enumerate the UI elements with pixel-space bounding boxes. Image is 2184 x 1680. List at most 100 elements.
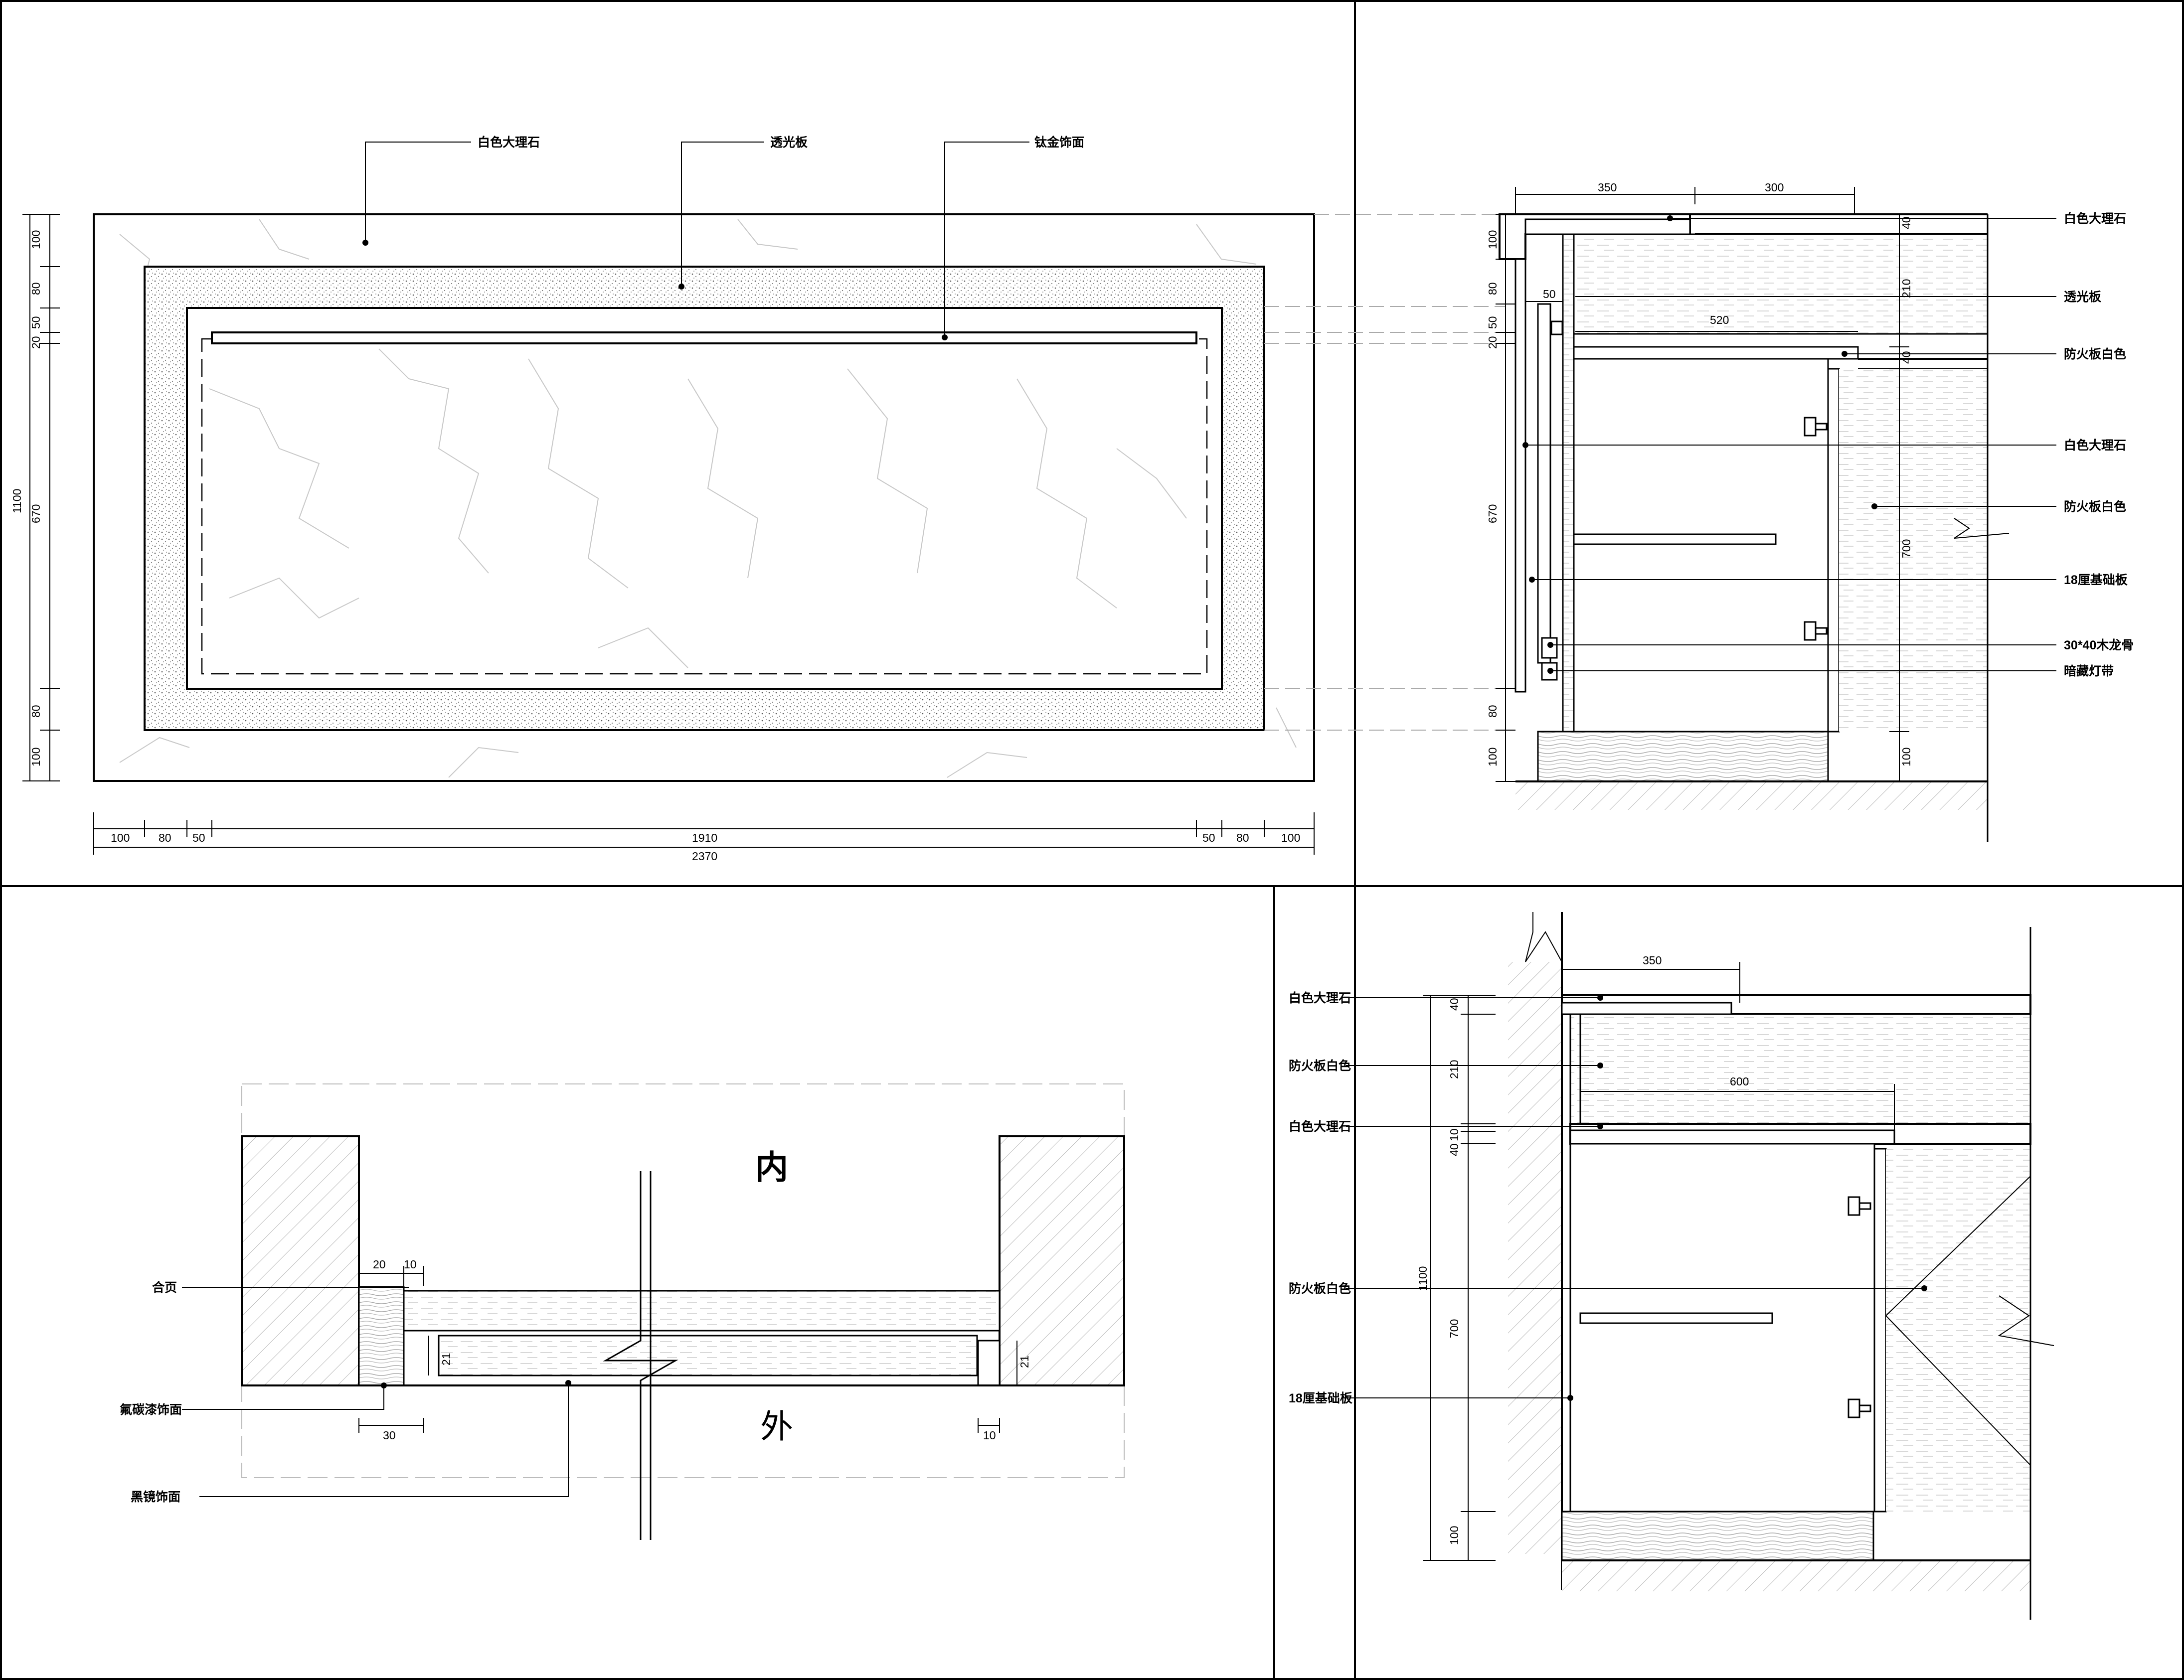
section-a-inner-board xyxy=(1562,233,1575,734)
section-a-callout-7: 30*40木龙骨 xyxy=(2064,638,2134,652)
section-b-door xyxy=(1873,1148,1887,1513)
section-b-callout-3: 白色大理石 xyxy=(1289,1119,1351,1134)
section-a-mid-shelf xyxy=(1573,533,1777,545)
callout-black-mirror: 黑镜饰面 xyxy=(131,1490,180,1504)
door-plan-dashed-border xyxy=(241,1083,1125,1478)
dim-left-100-bottom: 100 xyxy=(29,748,42,766)
section-a-dim-left-20: 20 xyxy=(1486,336,1499,349)
section-b-callout-4: 防火板白色 xyxy=(1289,1281,1351,1296)
marble-vein-texture xyxy=(119,219,1297,778)
dim-bottom-1910: 1910 xyxy=(692,831,717,844)
dim-left-50: 50 xyxy=(29,316,42,329)
right-wall xyxy=(999,1135,1125,1386)
dim-bottom-100-left: 100 xyxy=(111,831,130,844)
section-a-plinth xyxy=(1537,731,1829,782)
section-b-dim-left-210: 210 xyxy=(1448,1060,1461,1079)
section-a-dim-left-100: 100 xyxy=(1486,230,1499,249)
titanium-strip xyxy=(211,331,1197,344)
door-leaf-outer xyxy=(403,1290,1001,1332)
section-b-dim-left-100: 100 xyxy=(1448,1526,1461,1545)
section-a-callout-2: 透光板 xyxy=(2064,290,2101,304)
section-a-callout-8: 暗藏灯带 xyxy=(2064,664,2114,678)
section-a-counter-top xyxy=(1524,218,1691,235)
callout-light-panel: 透光板 xyxy=(770,136,808,150)
label-inside: 内 xyxy=(755,1149,788,1186)
right-jamb xyxy=(977,1340,1001,1386)
left-wall xyxy=(241,1135,360,1386)
section-b-callout-2: 防火板白色 xyxy=(1289,1059,1351,1073)
break-line xyxy=(603,1171,678,1540)
section-a-dim-520: 520 xyxy=(1710,313,1729,326)
section-b-upper-box xyxy=(1569,1013,2031,1125)
section-b-break xyxy=(1525,912,1562,962)
door-dim-10-top: 10 xyxy=(404,1258,417,1271)
section-b-dim-left-40b: 40 xyxy=(1448,1143,1461,1156)
dim-left-100-top: 100 xyxy=(29,230,42,249)
dim-left-20: 20 xyxy=(29,336,42,349)
section-a-callout-1: 白色大理石 xyxy=(2064,211,2126,226)
section-a: 350 300 50 520 100 80 50 20 670 80 100 4… xyxy=(1486,181,2134,842)
section-a-dim-lines xyxy=(1496,187,1909,782)
dim-bottom-50-left: 50 xyxy=(192,831,205,844)
dim-bottom-80-right: 80 xyxy=(1236,831,1249,844)
dim-bottom-80-left: 80 xyxy=(159,831,171,844)
dim-left-1100: 1100 xyxy=(10,489,23,513)
section-a-upper-box xyxy=(1562,233,1989,335)
dim-bottom-50-right: 50 xyxy=(1202,831,1215,844)
section-a-hinges xyxy=(1804,417,1828,641)
label-outside: 外 xyxy=(760,1408,793,1445)
section-a-dim-left-670: 670 xyxy=(1486,504,1499,523)
door-dim-30: 30 xyxy=(383,1429,396,1442)
door-plan-dim-lines xyxy=(358,1266,1017,1433)
callout-fluorocarbon: 氟碳漆饰面 xyxy=(120,1402,182,1417)
dim-bottom-100-right: 100 xyxy=(1281,831,1300,844)
section-a-base-board xyxy=(1537,303,1551,664)
elevation-callout-dots xyxy=(362,240,948,340)
section-a-dim-350: 350 xyxy=(1598,181,1617,194)
section-b-dim-left-700: 700 xyxy=(1448,1319,1461,1338)
inner-marble-panel xyxy=(186,307,1223,690)
dim-total-2370: 2370 xyxy=(692,850,717,863)
section-a-dim-left-80b: 80 xyxy=(1486,705,1499,718)
front-elevation: 白色大理石 透光板 钛金饰面 100 80 50 20 1100 670 80 … xyxy=(10,135,1506,863)
door-plan-leader-dots xyxy=(381,1380,571,1388)
dim-left-670: 670 xyxy=(29,504,42,523)
projection-lines xyxy=(1264,214,1506,731)
section-b-dim-350: 350 xyxy=(1643,954,1662,967)
section-a-dim-right-210: 210 xyxy=(1900,279,1913,298)
left-frame-block xyxy=(358,1286,405,1386)
section-b-dim-left-10: 10 xyxy=(1448,1128,1461,1141)
section-b-leader-dots xyxy=(1567,995,1927,1401)
door-leaf-inner xyxy=(438,1335,978,1376)
section-a-dim-left-100b: 100 xyxy=(1486,748,1499,766)
section-a-dim-right-40b: 40 xyxy=(1900,351,1913,364)
inner-vein-texture xyxy=(209,348,1187,668)
door-plan-leaders xyxy=(182,1287,569,1497)
door-dim-10-bottom: 10 xyxy=(983,1429,996,1442)
section-a-leader-dots xyxy=(1522,215,1877,674)
callout-hinge: 合页 xyxy=(152,1280,177,1295)
section-a-cabinet xyxy=(1573,358,1829,733)
elevation-callout-leaders xyxy=(365,142,1029,337)
section-a-timber-batten xyxy=(1541,637,1558,659)
elevation-left-dim-lines xyxy=(22,214,60,781)
section-a-dim-left-50: 50 xyxy=(1486,316,1499,329)
section-b-hinges xyxy=(1848,1196,1871,1418)
section-b-callout-5: 18厘基础板 xyxy=(1289,1391,1352,1405)
dim-left-80-bottom: 80 xyxy=(29,705,42,718)
section-a-callout-4: 白色大理石 xyxy=(2064,438,2126,453)
section-a-shelf-top xyxy=(1573,346,1859,360)
section-a-callout-6: 18厘基础板 xyxy=(2064,573,2128,587)
section-a-right-wall xyxy=(1839,369,1988,732)
section-a-dim-300: 300 xyxy=(1765,181,1784,194)
section-b-right-wall xyxy=(1886,1149,2030,1512)
section-b-wall xyxy=(1508,962,1562,1554)
section-a-callout-5: 防火板白色 xyxy=(2064,499,2126,514)
section-a-dim-50: 50 xyxy=(1543,288,1556,301)
door-dim-20: 20 xyxy=(373,1258,386,1271)
section-a-door-panel xyxy=(1827,368,1840,733)
door-dim-21-left: 21 xyxy=(440,1353,453,1366)
section-a-callout-3: 防火板白色 xyxy=(2064,347,2126,361)
section-b-mid-shelf xyxy=(1579,1312,1773,1324)
